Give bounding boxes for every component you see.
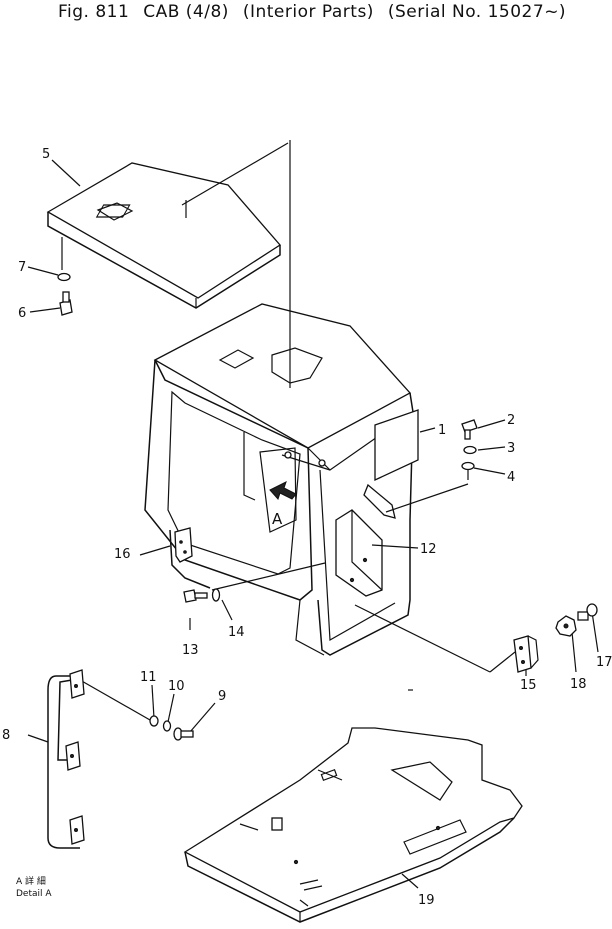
figure-title: Fig. 811 CAB (4/8) (Interior Parts) (Ser… (58, 2, 574, 22)
figure-name: CAB (4/8) (143, 2, 229, 22)
callout-16: 16 (114, 547, 131, 562)
floor-mat (183, 689, 523, 923)
callout-13: 13 (182, 643, 199, 658)
callout-11: 11 (140, 670, 157, 685)
callout-4: 4 (507, 470, 515, 485)
callout-15: 15 (520, 678, 537, 693)
cab-body (144, 303, 419, 656)
callout-10: 10 (168, 679, 185, 694)
callout-8: 8 (2, 728, 10, 743)
callout-14: 14 (228, 625, 245, 640)
detail-label-jp: A 詳 細 (16, 875, 46, 887)
detail-label-en: Detail A (16, 889, 52, 899)
roof-panel (46, 162, 281, 309)
callout-19: 19 (418, 893, 435, 908)
callout-3: 3 (507, 441, 515, 456)
figure-section: (Interior Parts) (242, 2, 374, 22)
callout-6: 6 (18, 306, 26, 321)
callout-17: 17 (596, 655, 612, 670)
callouts: 1 2 3 4 5 6 7 8 9 10 11 12 13 14 15 16 1… (2, 147, 612, 908)
view-label-a: A (272, 510, 283, 528)
handle-detail-a (47, 669, 85, 849)
figure-serial: (Serial No. 15027~) (387, 2, 567, 22)
callout-18: 18 (570, 677, 587, 692)
callout-12: 12 (420, 542, 437, 557)
callout-1: 1 (438, 423, 446, 438)
callout-5: 5 (42, 147, 50, 162)
leader-lines (27, 140, 599, 889)
figure-number: Fig. 811 (58, 2, 130, 22)
callout-2: 2 (507, 413, 515, 428)
hardware-parts (57, 272, 598, 741)
callout-7: 7 (18, 260, 26, 275)
callout-9: 9 (218, 689, 226, 704)
